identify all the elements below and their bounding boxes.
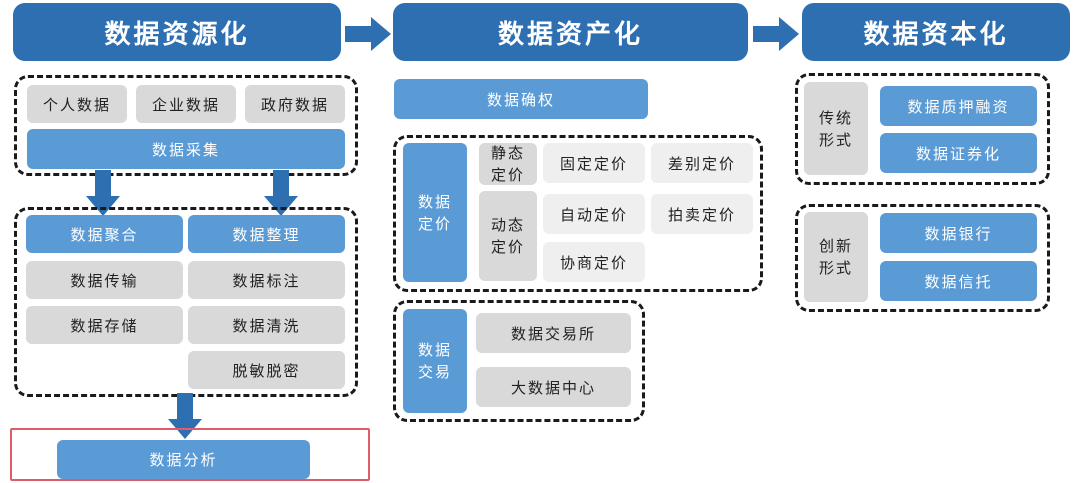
data-pledge-financing-box: 数据质押融资 bbox=[880, 86, 1037, 126]
down-arrow-icon bbox=[264, 170, 298, 216]
collection-group bbox=[14, 75, 358, 176]
down-arrow-icon bbox=[86, 170, 120, 216]
pricing-label-line1: 数据 bbox=[417, 192, 452, 211]
innovative-group bbox=[795, 204, 1050, 312]
data-collection-box: 数据采集 bbox=[27, 129, 345, 169]
header-data-resource: 数据资源化 bbox=[13, 3, 341, 61]
traditional-label-line1: 传统 bbox=[818, 108, 853, 127]
big-data-center-box: 大数据中心 bbox=[476, 367, 631, 407]
traditional-label-line2: 形式 bbox=[818, 130, 853, 149]
source-government-data: 政府数据 bbox=[245, 85, 345, 123]
data-transmission-box: 数据传输 bbox=[26, 261, 183, 299]
innovative-label-line1: 创新 bbox=[818, 237, 853, 255]
traditional-group bbox=[795, 73, 1050, 185]
down-arrow-icon bbox=[168, 393, 202, 439]
data-labeling-box: 数据标注 bbox=[188, 261, 345, 299]
data-desensitization-box: 脱敏脱密 bbox=[188, 351, 345, 389]
differential-pricing-box: 差别定价 bbox=[651, 143, 753, 183]
analysis-highlight-frame bbox=[10, 428, 370, 481]
data-trust-box: 数据信托 bbox=[880, 261, 1037, 301]
right-arrow-icon bbox=[345, 17, 391, 51]
data-exchange-box: 数据交易所 bbox=[476, 313, 631, 353]
trading-label-line1: 数据 bbox=[417, 341, 452, 359]
data-organize-box: 数据整理 bbox=[188, 215, 345, 253]
innovative-label-line2: 形式 bbox=[818, 259, 853, 277]
traditional-label: 传统 形式 bbox=[804, 82, 868, 175]
data-securitization-box: 数据证券化 bbox=[880, 133, 1037, 173]
fixed-pricing-box: 固定定价 bbox=[543, 143, 645, 183]
dynamic-pricing-line1: 动态 bbox=[490, 216, 525, 234]
header-data-capital: 数据资本化 bbox=[802, 3, 1070, 61]
data-analysis-box: 数据分析 bbox=[57, 440, 310, 479]
trading-label: 数据 交易 bbox=[403, 309, 467, 413]
dynamic-pricing-label: 动态 定价 bbox=[479, 191, 537, 281]
source-enterprise-data: 企业数据 bbox=[136, 85, 236, 123]
static-pricing-label: 静态 定价 bbox=[479, 143, 537, 185]
pricing-label: 数据 定价 bbox=[403, 143, 467, 282]
data-cleaning-box: 数据清洗 bbox=[188, 306, 345, 344]
dynamic-pricing-line2: 定价 bbox=[490, 238, 525, 256]
header-data-asset: 数据资产化 bbox=[393, 3, 748, 61]
negotiated-pricing-box: 协商定价 bbox=[543, 242, 645, 282]
static-pricing-line2: 定价 bbox=[490, 166, 525, 184]
pricing-label-line2: 定价 bbox=[417, 214, 452, 233]
data-aggregation-box: 数据聚合 bbox=[26, 215, 183, 253]
pricing-group bbox=[393, 135, 763, 292]
trading-group bbox=[393, 300, 645, 422]
static-pricing-line1: 静态 bbox=[490, 144, 525, 162]
data-storage-box: 数据存储 bbox=[26, 306, 183, 344]
innovative-label: 创新 形式 bbox=[804, 212, 868, 302]
source-personal-data: 个人数据 bbox=[27, 85, 127, 123]
data-bank-box: 数据银行 bbox=[880, 213, 1037, 253]
trading-label-line2: 交易 bbox=[417, 363, 452, 381]
automatic-pricing-box: 自动定价 bbox=[543, 194, 645, 234]
data-rights-box: 数据确权 bbox=[394, 79, 648, 119]
auction-pricing-box: 拍卖定价 bbox=[651, 194, 753, 234]
right-arrow-icon bbox=[753, 17, 799, 51]
